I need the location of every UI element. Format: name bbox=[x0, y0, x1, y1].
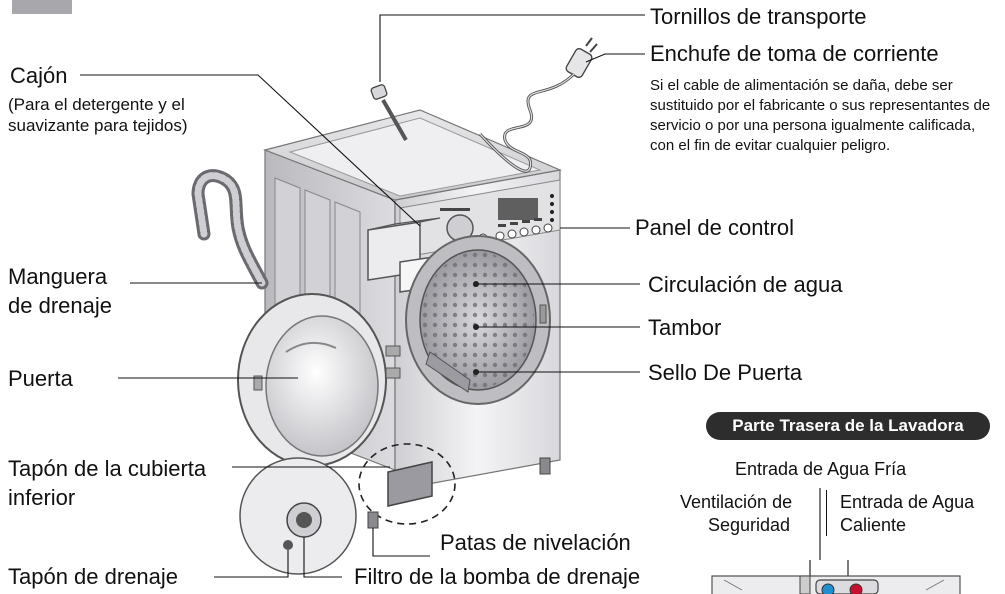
label-cold-inlet: Entrada de Agua Fría bbox=[735, 459, 907, 479]
label-drain-pump-filter: Filtro de la bomba de drenaje bbox=[354, 564, 641, 589]
power-plug bbox=[478, 37, 598, 173]
label-door-seal: Sello De Puerta bbox=[648, 360, 803, 385]
label-transport-screws: Tornillos de transporte bbox=[650, 4, 867, 29]
leveling-foot bbox=[367, 511, 379, 529]
rear-section-title: Parte Trasera de la Lavadora bbox=[706, 412, 990, 440]
label-leveling-feet: Patas de nivelación bbox=[440, 530, 631, 555]
label-hot-inlet-2: Caliente bbox=[840, 515, 907, 535]
detail-highlight-circle bbox=[358, 443, 456, 525]
label-vent-1: Ventilación de bbox=[680, 492, 793, 512]
label-vent-2: Seguridad bbox=[708, 515, 791, 535]
label-drain-hose-2: de drenaje bbox=[8, 293, 112, 318]
rear-panel bbox=[711, 575, 961, 594]
label-power-plug: Enchufe de toma de corriente bbox=[650, 41, 939, 66]
note-power-plug: Si el cable de alimentación se daña, deb… bbox=[650, 77, 991, 154]
label-lower-cover-cap-2: inferior bbox=[8, 485, 76, 510]
rear-label-divider bbox=[826, 490, 827, 536]
label-lower-cover-cap-1: Tapón de la cubierta bbox=[8, 456, 207, 481]
lower-cover-cap bbox=[387, 461, 433, 507]
cold-inlet-connector bbox=[821, 583, 835, 594]
transport-screw bbox=[370, 84, 408, 141]
label-water-circulation: Circulación de agua bbox=[648, 272, 843, 297]
label-hot-inlet-1: Entrada de Agua bbox=[840, 492, 975, 512]
label-drain-plug: Tapón de drenaje bbox=[8, 564, 179, 589]
hot-inlet-connector bbox=[849, 583, 863, 594]
label-drum: Tambor bbox=[648, 315, 722, 340]
note-drawer: (Para el detergente y el suavizante para… bbox=[8, 95, 188, 135]
corner-tab bbox=[12, 0, 72, 14]
label-drawer: Cajón bbox=[10, 63, 68, 88]
label-door: Puerta bbox=[8, 366, 73, 391]
label-drain-hose-1: Manguera bbox=[8, 264, 108, 289]
label-control-panel: Panel de control bbox=[635, 215, 794, 240]
drain-plug bbox=[283, 540, 293, 550]
